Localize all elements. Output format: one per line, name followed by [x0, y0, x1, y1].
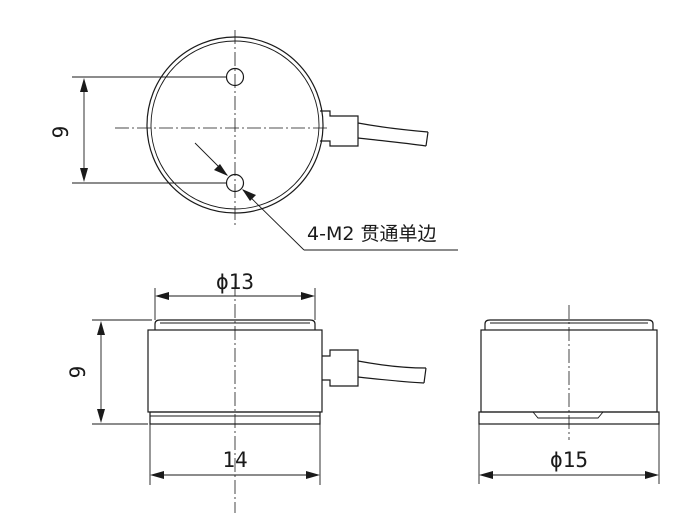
front-view: ϕ13 9 14 [66, 270, 427, 513]
top-view: 9 4-M2 贯通单边 [49, 30, 458, 251]
top-view-cable-gland [320, 110, 359, 147]
front-view-dim-9: 9 [66, 366, 90, 379]
front-view-dim-14: 14 [222, 448, 247, 472]
hole-callout-label: 4-M2 贯通单边 [307, 223, 436, 245]
front-view-top-cap [154, 319, 316, 330]
front-view-dim-d13: ϕ13 [216, 270, 254, 294]
top-view-dim-9: 9 [49, 126, 73, 139]
side-view-base-relief [532, 411, 604, 419]
side-view-dim-d15: ϕ15 [550, 448, 588, 472]
top-view-cable-end [425, 131, 429, 147]
top-view-cable [357, 122, 429, 147]
front-view-cable [357, 360, 427, 384]
side-view: ϕ15 [478, 305, 660, 484]
front-view-cable-gland [322, 349, 359, 387]
side-view-top-cap [484, 319, 654, 330]
